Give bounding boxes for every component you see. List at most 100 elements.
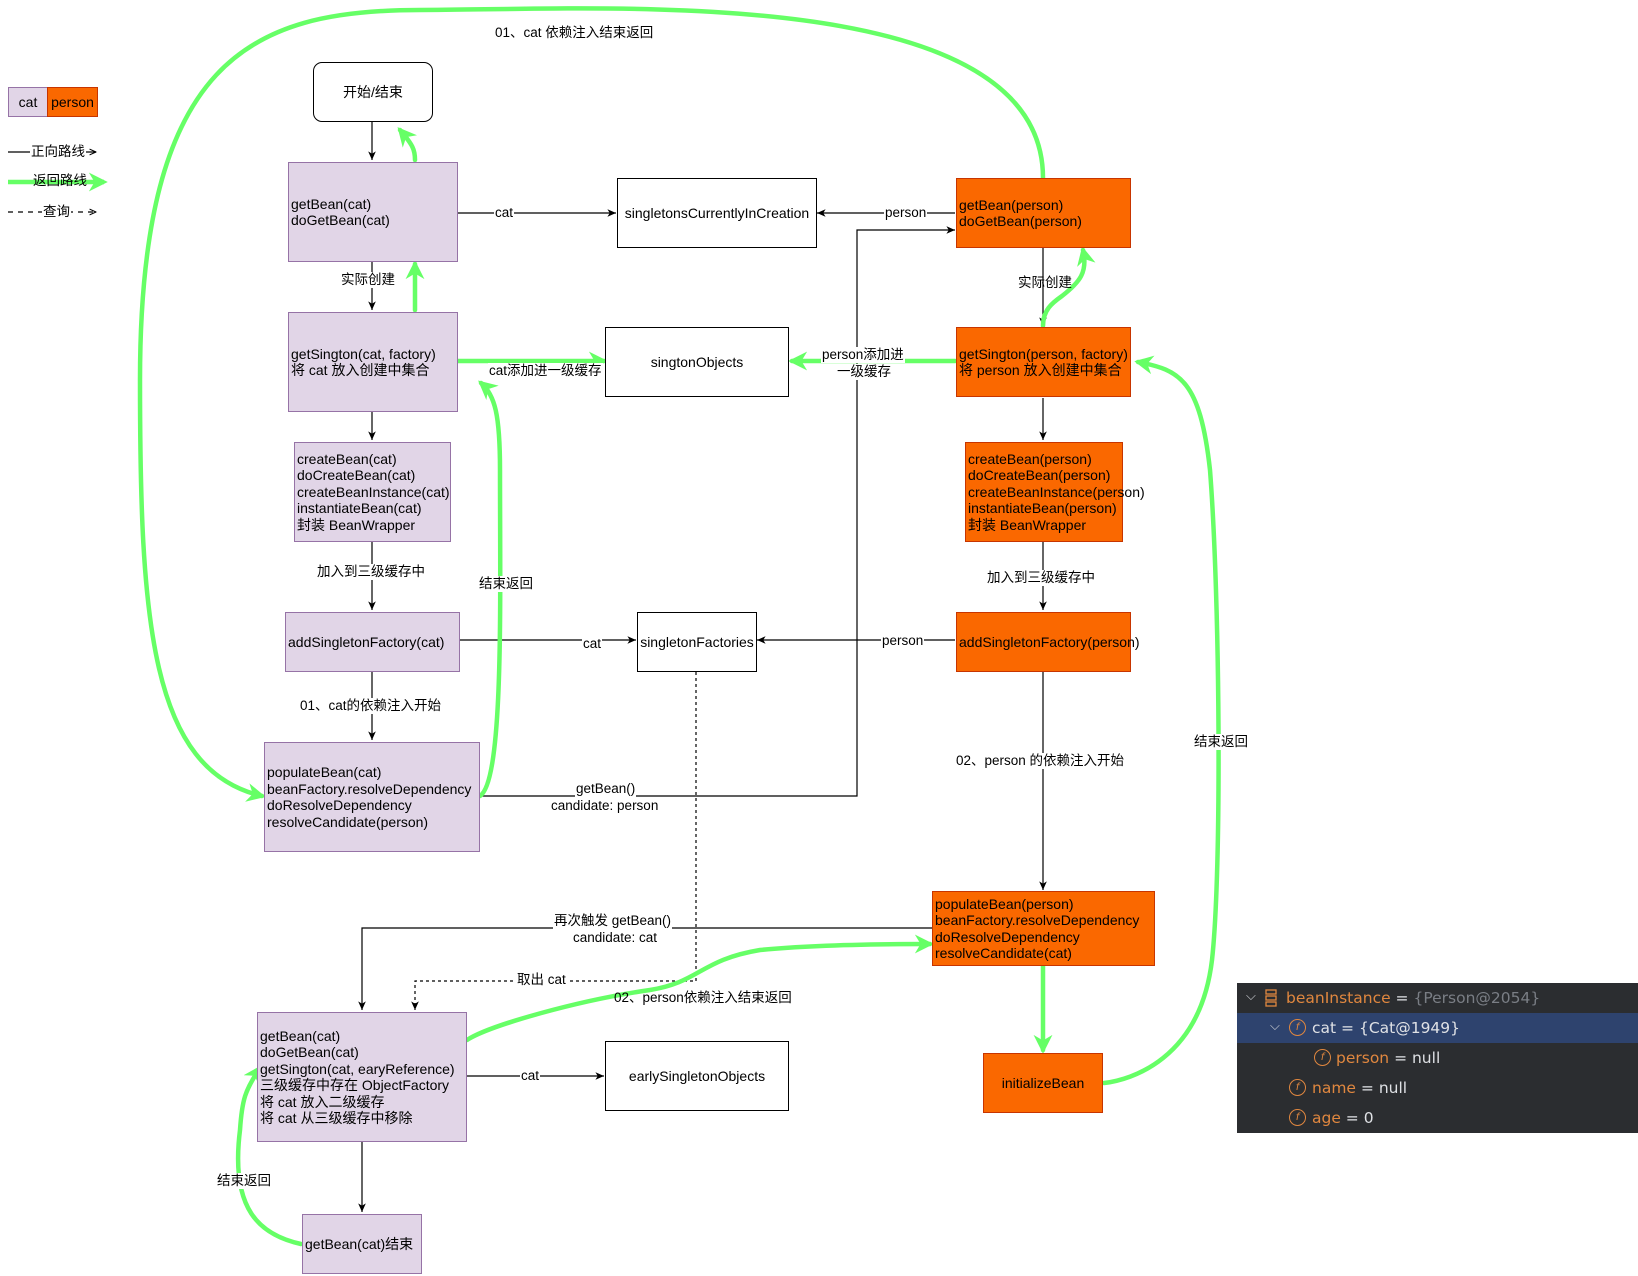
node-line: initializeBean	[1001, 1074, 1085, 1091]
debugger-variables-panel: ⌵ beanInstance = {Person@2054} ⌵ f cat =…	[1237, 983, 1638, 1133]
node-line: addSingletonFactory(cat)	[288, 633, 445, 650]
edge-label-cat-dep-inject-end-return: 01、cat 依赖注入结束返回	[494, 25, 655, 41]
field-icon: f	[1289, 1109, 1306, 1126]
edge-label-person-add-first-cache-2: 一级缓存	[836, 364, 892, 380]
early-singleton-objects-node: earlySingletonObjects	[605, 1041, 789, 1111]
node-line: createBeanInstance(cat)	[297, 483, 450, 500]
variable-line: name = null	[1312, 1079, 1407, 1097]
variable-name: age	[1312, 1109, 1341, 1127]
node-line: 封装 BeanWrapper	[968, 516, 1087, 533]
cat-getsington-node: getSington(cat, factory) 将 cat 放入创建中集合	[288, 312, 458, 412]
node-line: instantiateBean(cat)	[297, 500, 422, 517]
node-line: singletonFactories	[640, 633, 754, 650]
variable-row-name[interactable]: f name = null	[1237, 1073, 1638, 1103]
node-line: 封装 BeanWrapper	[297, 516, 416, 533]
edge-label-person-add-first-cache-1: person添加进	[821, 347, 905, 363]
legend-query-label: 查询	[42, 204, 71, 220]
node-line: getSington(cat, factory)	[291, 345, 436, 362]
edge-label-cat-to-factories: cat	[582, 636, 603, 652]
variable-row-age[interactable]: f age = 0	[1237, 1103, 1638, 1133]
node-line: resolveCandidate(cat)	[935, 945, 1072, 961]
legend-person-swatch: person	[47, 87, 98, 117]
node-line: getBean(person)	[959, 196, 1064, 213]
person-getbean-node: getBean(person) doGetBean(person)	[956, 178, 1131, 248]
cat-getbean-end-node: getBean(cat)结束	[302, 1214, 422, 1274]
variable-value: {Person@2054}	[1413, 989, 1541, 1007]
field-icon: f	[1314, 1049, 1331, 1066]
start-end-node: 开始/结束	[313, 62, 433, 122]
edge-label-person-add-third-cache: 加入到三级缓存中	[986, 570, 1096, 586]
node-line: getSington(cat, earyReference)	[260, 1060, 455, 1077]
equals-sign: =	[1389, 1049, 1412, 1067]
equals-sign: =	[1355, 1079, 1379, 1097]
variable-line: person = null	[1336, 1049, 1440, 1067]
node-line: populateBean(person)	[935, 895, 1074, 912]
node-line: getBean(cat)	[260, 1027, 341, 1044]
edge-label-cat-end-return: 结束返回	[478, 576, 534, 592]
edge-label-cat-actual-create: 实际创建	[340, 272, 396, 288]
cat-getbean-node: getBean(cat) doGetBean(cat)	[288, 162, 458, 262]
node-line: doGetBean(cat)	[291, 212, 390, 228]
edge-label-person-to-factories: person	[881, 633, 925, 649]
return-edges	[137, 6, 1221, 1247]
node-line: createBean(person)	[968, 450, 1092, 467]
variable-line: beanInstance = {Person@2054}	[1286, 989, 1540, 1007]
start-end-text: 开始/结束	[343, 83, 403, 100]
edge-label-person-end-return: 结束返回	[1193, 734, 1249, 750]
variable-row-cat-person[interactable]: f person = null	[1237, 1043, 1638, 1073]
edge-label-cat-to-early: cat	[520, 1068, 541, 1084]
node-line: singletonsCurrentlyInCreation	[624, 204, 810, 221]
node-line: getBean(cat)结束	[305, 1235, 414, 1252]
node-line: getSington(person, factory)	[959, 345, 1128, 362]
edge-label-retrigger-candidate-cat: candidate: cat	[572, 930, 659, 946]
legend-forward-route-label: 正向路线	[30, 144, 86, 160]
variable-value: 0	[1363, 1109, 1374, 1127]
chevron-down-icon[interactable]: ⌵	[1270, 1019, 1280, 1034]
node-line: 将 cat 放入创建中集合	[291, 362, 430, 378]
edge-label-getbean-candidate-person: candidate: person	[550, 798, 660, 814]
node-line: 将 person 放入创建中集合	[959, 362, 1122, 378]
node-line: 三级缓存中存在 ObjectFactory	[260, 1077, 450, 1093]
variable-line: age = 0	[1312, 1109, 1374, 1127]
node-line: 将 cat 放入二级缓存	[260, 1093, 385, 1110]
variable-row-cat[interactable]: ⌵ f cat = {Cat@1949}	[1237, 1013, 1638, 1043]
node-line: populateBean(cat)	[267, 764, 382, 780]
node-line: 将 cat 从三级缓存中移除	[260, 1110, 413, 1126]
sington-objects-node: singtonObjects	[605, 327, 789, 397]
edge-label-person-actual-create: 实际创建	[1018, 275, 1072, 290]
node-line: doCreateBean(person)	[968, 467, 1111, 484]
chevron-down-icon[interactable]: ⌵	[1246, 989, 1256, 1004]
edge-label-final-end-return: 结束返回	[216, 1173, 272, 1189]
variable-name: beanInstance	[1286, 989, 1391, 1007]
edge-label-person-to-creation: person	[884, 205, 928, 221]
node-line: singtonObjects	[650, 353, 744, 370]
equals-sign: =	[1390, 989, 1414, 1007]
node-line: doCreateBean(cat)	[297, 467, 416, 484]
variable-line: cat = {Cat@1949}	[1312, 1019, 1460, 1037]
variable-value: null	[1411, 1049, 1441, 1067]
cat-add-singleton-factory-node: addSingletonFactory(cat)	[285, 612, 460, 672]
variable-name: cat	[1312, 1019, 1337, 1037]
node-line: beanFactory.resolveDependency	[935, 912, 1140, 928]
equals-sign: =	[1340, 1109, 1364, 1127]
field-icon: f	[1289, 1079, 1306, 1096]
edge-label-retrigger-getbean: 再次触发 getBean()	[553, 913, 673, 929]
variable-name: name	[1312, 1079, 1356, 1097]
node-line: doGetBean(cat)	[260, 1044, 359, 1060]
variable-name: person	[1336, 1049, 1390, 1067]
person-add-singleton-factory-node: addSingletonFactory(person)	[956, 612, 1140, 672]
node-line: instantiateBean(person)	[968, 500, 1117, 517]
node-line: createBeanInstance(person)	[968, 483, 1145, 500]
legend-return-route-label: 返回路线	[33, 173, 87, 188]
singleton-factories-node: singletonFactories	[637, 612, 757, 672]
object-stack-icon	[1265, 989, 1277, 1007]
variable-value: null	[1378, 1079, 1408, 1097]
variable-value: {Cat@1949}	[1358, 1019, 1461, 1037]
variable-row-bean-instance[interactable]: ⌵ beanInstance = {Person@2054}	[1237, 983, 1638, 1013]
edge-label-cat-to-creation: cat	[494, 205, 515, 221]
forward-edges	[358, 122, 1047, 1212]
legend-person-label: person	[51, 94, 94, 110]
person-createbean-node: createBean(person) doCreateBean(person) …	[965, 442, 1145, 542]
node-line: resolveCandidate(person)	[267, 813, 429, 830]
